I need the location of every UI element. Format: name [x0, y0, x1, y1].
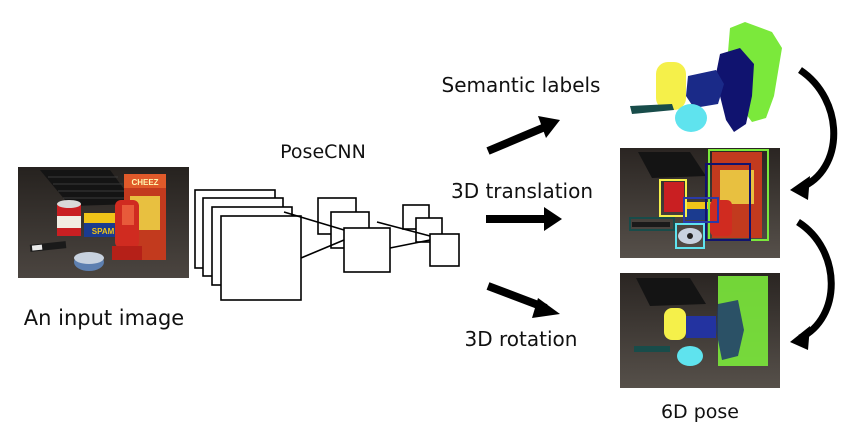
mask-soup-can [656, 62, 686, 110]
network-connectors [283, 211, 431, 259]
network-diagram [194, 189, 460, 301]
curved-arrow-top [790, 67, 838, 200]
drill-object [112, 200, 142, 260]
arrow-to-semantic [486, 116, 560, 155]
curved-arrow-bottom [790, 219, 835, 350]
semantic-labels-label: Semantic labels [442, 73, 601, 97]
translation-label: 3D translation [451, 179, 593, 203]
feature-stack-3 [402, 204, 460, 267]
pose-result-image [620, 273, 780, 388]
feature-stack-2 [317, 197, 391, 273]
bbox-tuna-can [675, 223, 705, 249]
input-image: CHEEZ SPAM [18, 167, 189, 278]
pose-marker [634, 346, 670, 352]
pose-soup-can [664, 308, 686, 340]
input-image-label: An input image [24, 306, 184, 330]
pose-tuna-can [677, 346, 703, 366]
rotation-label: 3D rotation [465, 327, 578, 351]
mask-drill [716, 48, 754, 132]
marker-object [29, 241, 67, 252]
network-label: PoseCNN [280, 141, 366, 163]
pose-spam [686, 316, 716, 338]
bbox-marker [629, 217, 675, 231]
output-arrows [486, 116, 562, 318]
soup-can-object [57, 200, 81, 236]
pose-drill [716, 300, 744, 360]
arrow-to-translation [486, 207, 562, 231]
semantic-masks [630, 22, 782, 132]
pose-label: 6D pose [661, 401, 739, 423]
bbox-drill [705, 163, 751, 241]
svg-text:SPAM: SPAM [92, 227, 115, 236]
keyboard-object [40, 170, 135, 206]
translation-result-image [620, 148, 780, 258]
bbox-spam [683, 197, 719, 223]
feature-stack-1 [194, 189, 302, 301]
tuna-can-object [74, 252, 104, 271]
arrow-to-rotation [486, 282, 560, 318]
mask-tuna-can [675, 104, 707, 132]
mask-marker [630, 104, 674, 114]
svg-text:CHEEZ: CHEEZ [131, 178, 158, 187]
mask-spam [686, 70, 724, 108]
